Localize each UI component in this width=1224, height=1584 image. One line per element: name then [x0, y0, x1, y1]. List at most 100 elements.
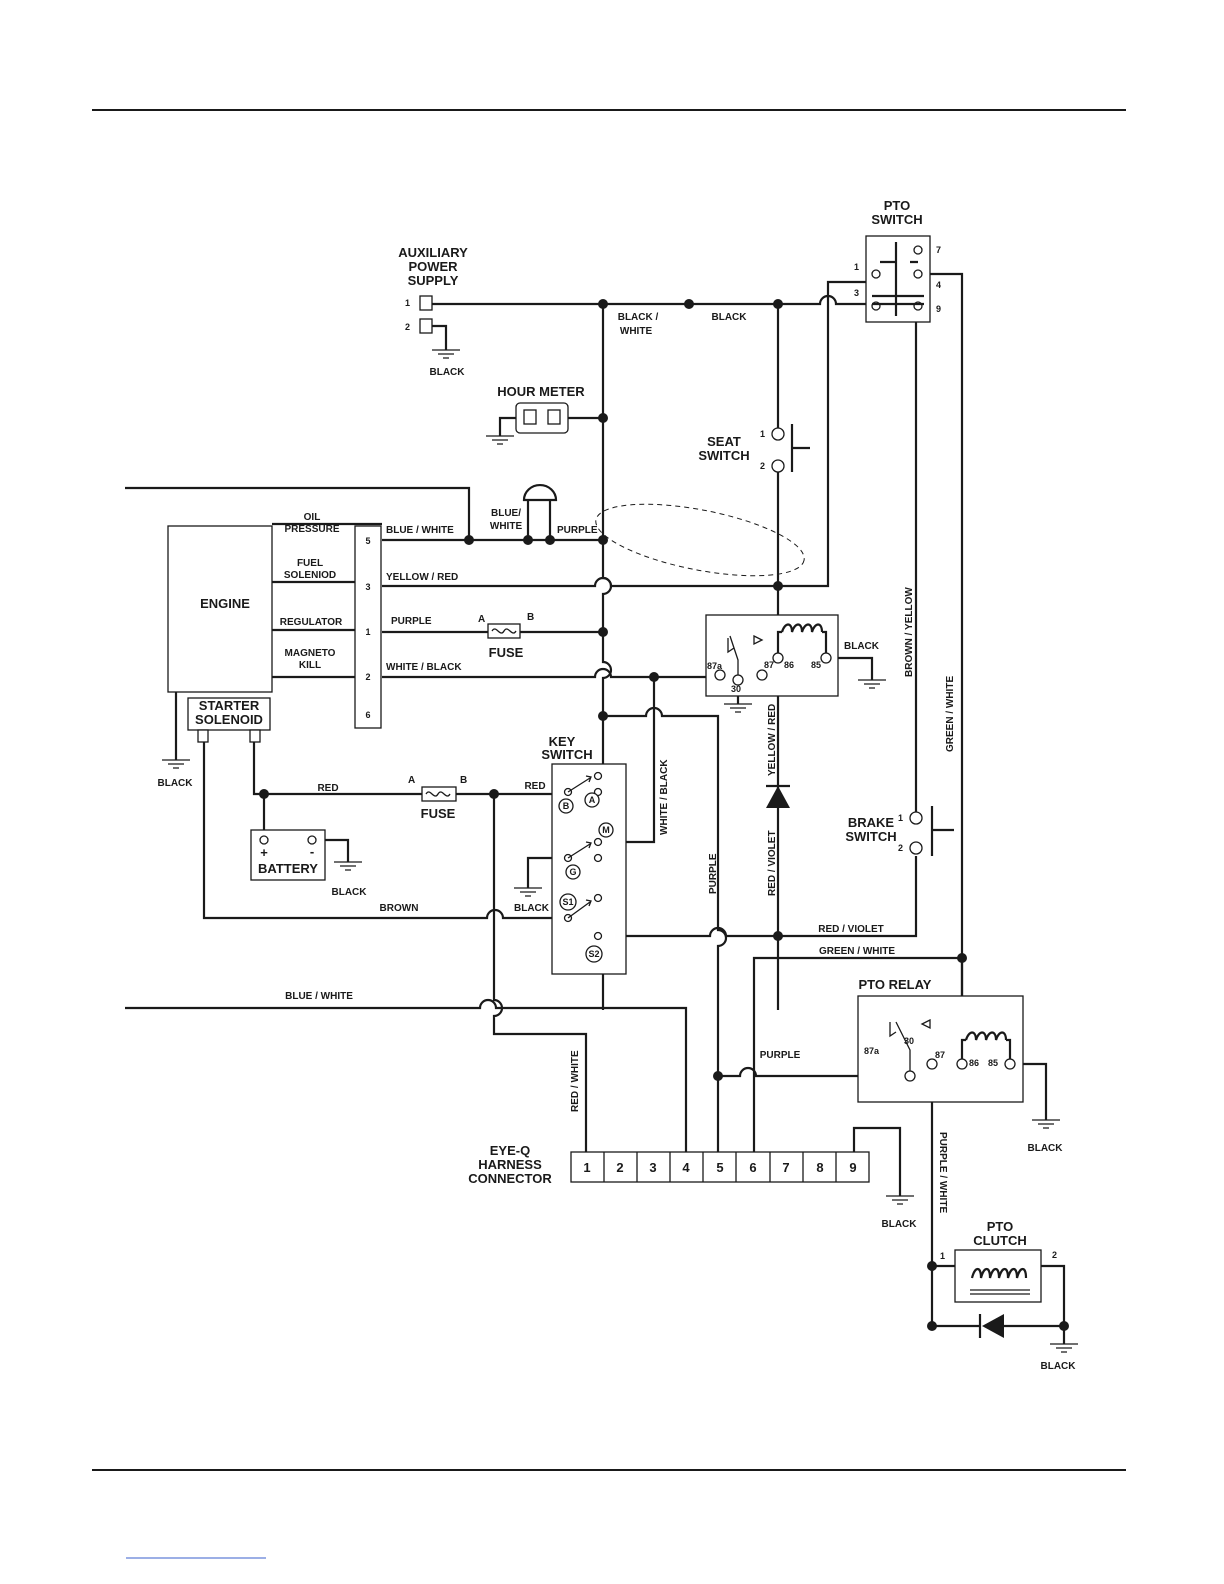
- svg-text:SOLENIOD: SOLENIOD: [284, 570, 336, 581]
- svg-text:7: 7: [782, 1160, 789, 1175]
- auxiliary-power-supply: AUXILIARY POWER SUPPLY 1 2 BLACK: [398, 245, 468, 378]
- svg-text:85: 85: [811, 660, 821, 670]
- engine: ENGINE OIL PRESSURE FUEL SOLENIOD REGULA…: [167, 512, 343, 693]
- svg-text:HARNESS: HARNESS: [478, 1157, 542, 1172]
- svg-text:2: 2: [760, 461, 765, 471]
- svg-text:EYE-Q: EYE-Q: [490, 1143, 530, 1158]
- svg-text:SOLENOID: SOLENOID: [195, 712, 263, 727]
- svg-text:PRESSURE: PRESSURE: [284, 524, 339, 535]
- svg-text:2: 2: [898, 843, 903, 853]
- svg-text:5: 5: [365, 536, 370, 546]
- label-green-white-vertical: GREEN / WHITE: [945, 676, 956, 752]
- label-red-white: RED / WHITE: [570, 1050, 581, 1112]
- svg-text:A: A: [478, 614, 485, 625]
- svg-text:A: A: [589, 795, 596, 805]
- svg-text:3: 3: [365, 582, 370, 592]
- svg-text:BLACK: BLACK: [158, 778, 194, 789]
- svg-text:2: 2: [365, 672, 370, 682]
- fuse-regulator: A B FUSE: [478, 612, 534, 660]
- label-white-black: WHITE / BLACK: [386, 662, 462, 673]
- svg-text:30: 30: [731, 684, 741, 694]
- svg-text:1: 1: [854, 262, 859, 272]
- svg-text:FUSE: FUSE: [421, 806, 456, 821]
- svg-text:OIL: OIL: [304, 512, 321, 523]
- svg-text:5: 5: [716, 1160, 723, 1175]
- svg-text:PTO RELAY: PTO RELAY: [859, 977, 932, 992]
- junction-dots: [259, 299, 1069, 1331]
- svg-text:3: 3: [854, 288, 859, 298]
- svg-text:30: 30: [904, 1036, 914, 1046]
- svg-text:8: 8: [816, 1160, 823, 1175]
- label-black-white: BLACK /: [618, 312, 659, 323]
- label-blue-white-split-2: WHITE: [490, 521, 523, 532]
- svg-text:MAGNETO: MAGNETO: [285, 648, 336, 659]
- ground-symbols: [162, 349, 1078, 1353]
- ground-pto-relay: [1032, 1119, 1060, 1129]
- label-red-1: RED: [317, 783, 338, 794]
- svg-text:9: 9: [936, 304, 941, 314]
- svg-text:BLACK: BLACK: [1041, 1361, 1077, 1372]
- key-switch: KEY SWITCH B A M G S1 S2 BLACK: [514, 734, 627, 975]
- svg-text:FUEL: FUEL: [297, 558, 323, 569]
- ground-eyeq: [886, 1195, 914, 1205]
- ground-aux: [432, 349, 460, 359]
- svg-text:4: 4: [682, 1160, 690, 1175]
- svg-text:+: +: [260, 845, 268, 860]
- svg-text:6: 6: [365, 710, 370, 720]
- label-black-white-2: WHITE: [620, 326, 653, 337]
- oil-pressure-sender: [522, 483, 558, 502]
- pto-switch: PTO SWITCH 1 3 7 4 9: [854, 198, 941, 323]
- svg-text:2: 2: [616, 1160, 623, 1175]
- svg-text:HOUR METER: HOUR METER: [497, 384, 585, 399]
- svg-text:BLACK: BLACK: [332, 887, 368, 898]
- svg-text:BLACK: BLACK: [1028, 1143, 1064, 1154]
- svg-text:87: 87: [764, 660, 774, 670]
- label-brown: BROWN: [380, 903, 419, 914]
- svg-text:PTO: PTO: [987, 1219, 1014, 1234]
- svg-text:POWER: POWER: [408, 259, 458, 274]
- svg-text:SWITCH: SWITCH: [541, 747, 592, 762]
- svg-text:SEAT: SEAT: [707, 434, 741, 449]
- seat-circuit-highlight: [595, 503, 805, 577]
- svg-text:BLACK: BLACK: [882, 1219, 918, 1230]
- svg-text:B: B: [527, 612, 534, 623]
- svg-text:REGULATOR: REGULATOR: [280, 617, 343, 628]
- label-blue-white-bottom: BLUE / WHITE: [285, 991, 353, 1002]
- label-blue-white-split: BLUE/: [491, 508, 521, 519]
- svg-text:CLUTCH: CLUTCH: [973, 1233, 1026, 1248]
- svg-text:PTO: PTO: [884, 198, 911, 213]
- ground-relay-85: [858, 679, 886, 689]
- svg-text:STARTER: STARTER: [199, 698, 260, 713]
- ground-engine: [162, 759, 190, 769]
- eyeq-harness-connector: EYE-Q HARNESS CONNECTOR 1 2 3 4 5 6 7 8 …: [468, 1143, 917, 1230]
- svg-text:1: 1: [405, 298, 410, 308]
- svg-text:M: M: [602, 825, 610, 835]
- svg-text:A: A: [408, 775, 415, 786]
- label-purple-white: PURPLE / WHITE: [937, 1132, 948, 1213]
- svg-text:1: 1: [583, 1160, 590, 1175]
- label-green-white: GREEN / WHITE: [819, 946, 895, 957]
- svg-text:1: 1: [898, 813, 903, 823]
- engine-connector: 5 3 1 2 6: [354, 525, 382, 729]
- seat-switch: SEAT SWITCH 1 2: [698, 424, 810, 473]
- svg-text:KEY: KEY: [549, 734, 576, 749]
- svg-text:87a: 87a: [707, 661, 723, 671]
- label-purple-pto: PURPLE: [760, 1050, 801, 1061]
- svg-text:BLACK: BLACK: [514, 903, 550, 914]
- svg-text:FUSE: FUSE: [489, 645, 524, 660]
- label-yellow-red: YELLOW / RED: [386, 572, 458, 583]
- label-yellow-red-vertical: YELLOW / RED: [767, 704, 778, 776]
- svg-text:86: 86: [969, 1058, 979, 1068]
- svg-text:2: 2: [405, 322, 410, 332]
- label-white-black-vertical: WHITE / BLACK: [659, 759, 670, 835]
- svg-text:SWITCH: SWITCH: [871, 212, 922, 227]
- hour-meter: HOUR METER: [497, 384, 585, 434]
- main-relay: 87a 30 87 86 85 BLACK: [705, 614, 880, 697]
- svg-text:AUXILIARY: AUXILIARY: [398, 245, 468, 260]
- svg-text:SUPPLY: SUPPLY: [408, 273, 459, 288]
- pto-clutch: PTO CLUTCH 1 2 BLACK: [940, 1219, 1076, 1372]
- label-purple-top: PURPLE: [557, 525, 598, 536]
- svg-text:BATTERY: BATTERY: [258, 861, 318, 876]
- svg-text:1: 1: [365, 627, 370, 637]
- svg-text:7: 7: [936, 245, 941, 255]
